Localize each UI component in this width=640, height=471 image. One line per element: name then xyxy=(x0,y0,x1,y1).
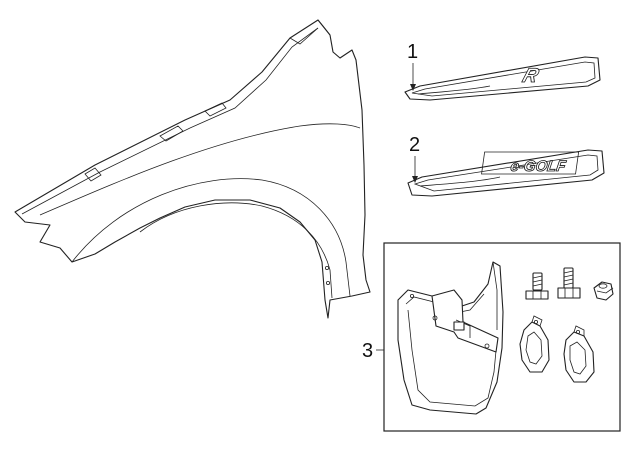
mud-flap xyxy=(397,261,504,415)
callout-2-label: 2 xyxy=(409,134,420,156)
mud-flap-kit-box xyxy=(383,242,621,432)
retaining-clip-2 xyxy=(563,325,595,383)
bolt-2 xyxy=(557,267,581,299)
callout-3-label: 3 xyxy=(362,340,373,362)
fender-panel xyxy=(14,19,371,319)
r-line-badge: R xyxy=(404,56,601,101)
bolt-1 xyxy=(525,272,549,300)
nut xyxy=(593,281,614,301)
callout-2-arrow xyxy=(412,156,418,183)
e-golf-badge: e-GOLF xyxy=(407,149,605,197)
e-golf-badge-text: e-GOLF xyxy=(509,158,567,175)
retaining-clip-1 xyxy=(519,315,550,373)
callout-1-label: 1 xyxy=(407,41,418,63)
callout-1-arrow xyxy=(410,63,416,91)
